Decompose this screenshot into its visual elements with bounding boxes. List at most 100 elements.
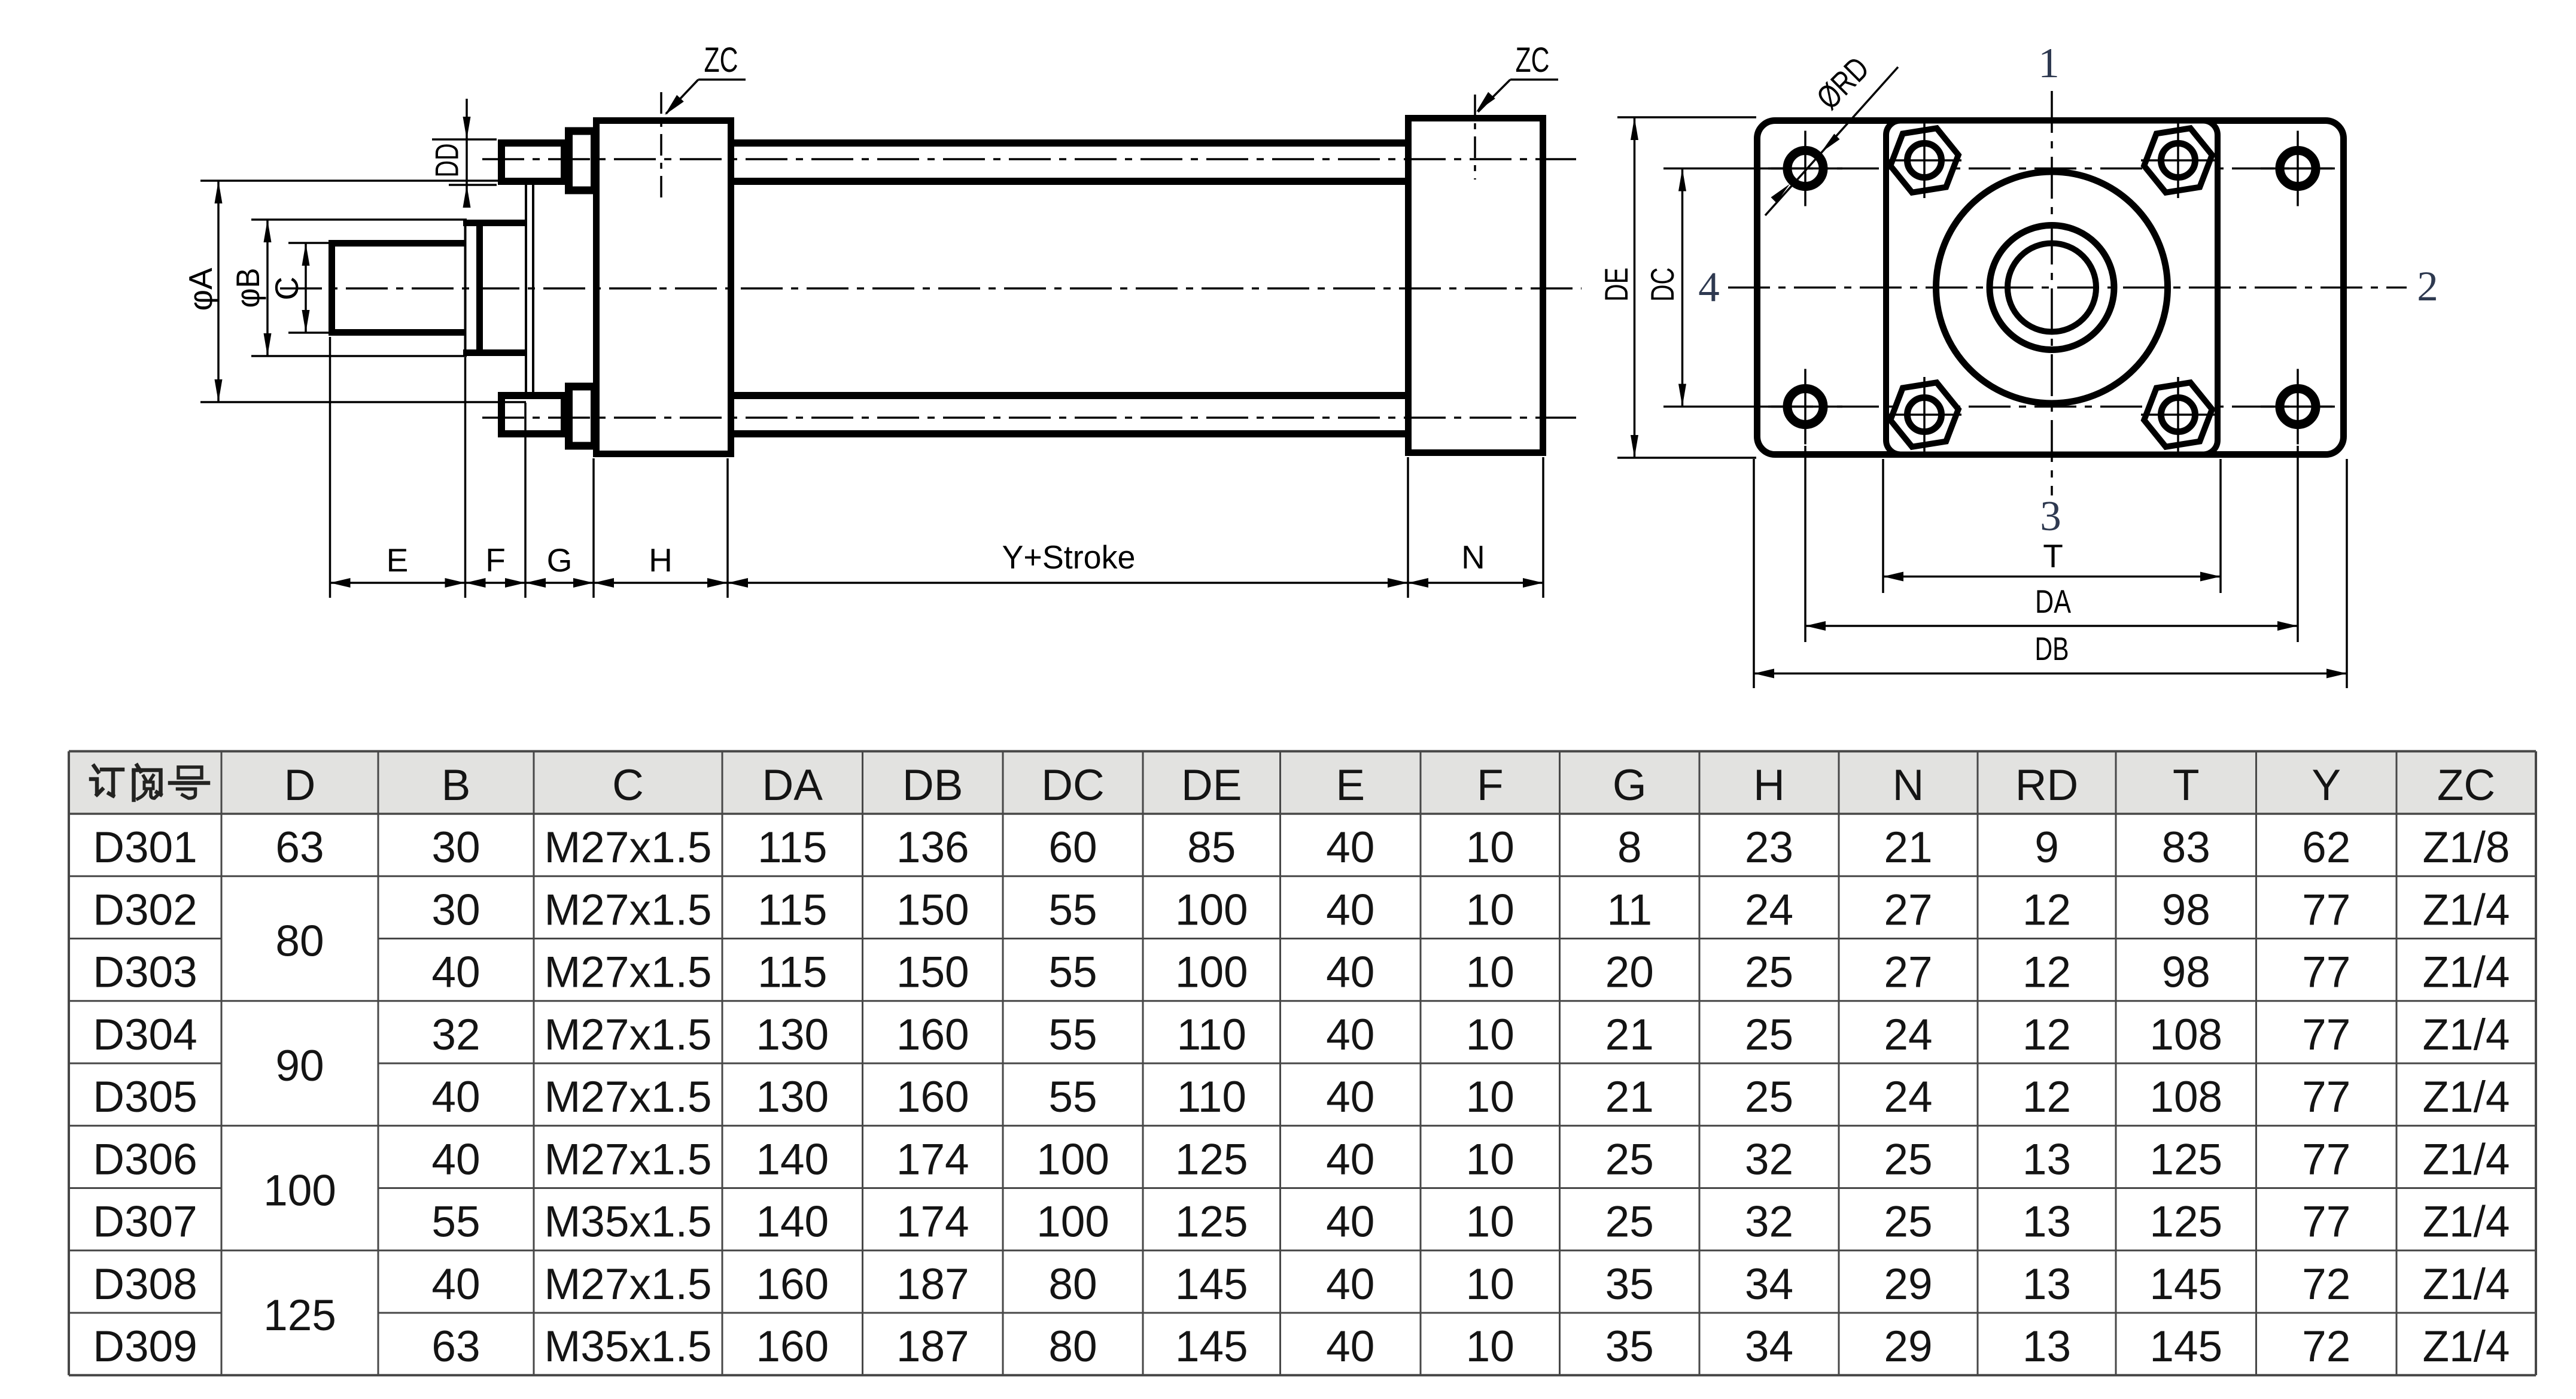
svg-text:D308: D308 xyxy=(93,1260,197,1309)
svg-text:98: 98 xyxy=(2162,948,2210,997)
svg-text:Z1/4: Z1/4 xyxy=(2422,886,2510,934)
svg-text:80: 80 xyxy=(275,917,324,966)
svg-text:Y+Stroke: Y+Stroke xyxy=(1002,539,1136,576)
svg-text:N: N xyxy=(1893,761,1924,810)
svg-text:10: 10 xyxy=(1466,1198,1514,1246)
svg-text:DB: DB xyxy=(2035,630,2069,667)
svg-text:145: 145 xyxy=(1175,1322,1248,1371)
svg-text:40: 40 xyxy=(1326,948,1374,997)
svg-text:13: 13 xyxy=(2023,1198,2071,1246)
svg-text:C: C xyxy=(612,761,644,810)
svg-text:D307: D307 xyxy=(93,1198,197,1246)
svg-text:Z1/4: Z1/4 xyxy=(2422,1198,2510,1246)
svg-text:110: 110 xyxy=(1177,1073,1246,1121)
svg-text:D303: D303 xyxy=(93,948,197,997)
svg-text:34: 34 xyxy=(1745,1260,1793,1309)
svg-text:40: 40 xyxy=(431,1073,480,1121)
svg-text:30: 30 xyxy=(431,886,480,934)
svg-text:29: 29 xyxy=(1884,1322,1932,1371)
svg-text:T: T xyxy=(2173,761,2200,810)
svg-text:60: 60 xyxy=(1048,823,1097,872)
svg-text:Z1/4: Z1/4 xyxy=(2422,1073,2510,1121)
svg-text:M27x1.5: M27x1.5 xyxy=(545,823,712,872)
svg-text:187: 187 xyxy=(896,1322,969,1371)
svg-text:D: D xyxy=(284,761,316,810)
svg-text:13: 13 xyxy=(2023,1260,2071,1309)
svg-text:140: 140 xyxy=(756,1135,829,1184)
svg-text:F: F xyxy=(1477,761,1504,810)
svg-text:100: 100 xyxy=(1036,1198,1109,1246)
svg-text:40: 40 xyxy=(431,1260,480,1309)
svg-text:136: 136 xyxy=(896,823,969,872)
svg-text:M35x1.5: M35x1.5 xyxy=(545,1198,712,1246)
svg-text:160: 160 xyxy=(756,1260,829,1309)
svg-text:20: 20 xyxy=(1605,948,1654,997)
svg-text:72: 72 xyxy=(2302,1322,2350,1371)
svg-text:M35x1.5: M35x1.5 xyxy=(545,1322,712,1371)
svg-text:150: 150 xyxy=(896,886,969,934)
svg-text:110: 110 xyxy=(1177,1011,1246,1059)
svg-text:E: E xyxy=(1336,761,1365,810)
svg-text:DC: DC xyxy=(1644,267,1681,302)
svg-text:Y: Y xyxy=(2312,761,2341,810)
svg-text:10: 10 xyxy=(1466,1011,1514,1059)
svg-text:55: 55 xyxy=(1048,1073,1097,1121)
svg-text:40: 40 xyxy=(1326,823,1374,872)
svg-text:35: 35 xyxy=(1605,1322,1654,1371)
svg-text:145: 145 xyxy=(2149,1260,2222,1309)
svg-text:10: 10 xyxy=(1466,886,1514,934)
svg-text:H: H xyxy=(649,542,673,579)
svg-text:32: 32 xyxy=(1745,1135,1793,1184)
svg-text:160: 160 xyxy=(896,1073,969,1121)
svg-text:B: B xyxy=(442,761,471,810)
svg-text:77: 77 xyxy=(2302,1135,2350,1184)
svg-text:115: 115 xyxy=(758,823,827,872)
svg-text:23: 23 xyxy=(1745,823,1793,872)
svg-text:100: 100 xyxy=(263,1167,336,1215)
svg-text:125: 125 xyxy=(263,1291,336,1340)
svg-text:150: 150 xyxy=(896,948,969,997)
svg-text:D304: D304 xyxy=(93,1011,197,1059)
svg-text:ØRD: ØRD xyxy=(1809,50,1877,117)
svg-text:55: 55 xyxy=(1048,1011,1097,1059)
svg-text:187: 187 xyxy=(896,1260,969,1309)
svg-text:12: 12 xyxy=(2023,948,2071,997)
svg-text:108: 108 xyxy=(2149,1011,2222,1059)
svg-text:63: 63 xyxy=(275,823,324,872)
svg-text:DA: DA xyxy=(2035,583,2071,620)
svg-text:35: 35 xyxy=(1605,1260,1654,1309)
svg-text:100: 100 xyxy=(1036,1135,1109,1184)
svg-text:40: 40 xyxy=(1326,1322,1374,1371)
svg-text:125: 125 xyxy=(1175,1198,1248,1246)
svg-text:77: 77 xyxy=(2302,886,2350,934)
svg-text:DA: DA xyxy=(762,761,823,810)
svg-text:ZC: ZC xyxy=(1516,41,1550,80)
svg-text:RD: RD xyxy=(2015,761,2078,810)
svg-text:85: 85 xyxy=(1187,823,1236,872)
svg-text:E: E xyxy=(387,542,409,579)
svg-text:DD: DD xyxy=(428,144,466,178)
svg-text:11: 11 xyxy=(1607,886,1652,934)
svg-text:N: N xyxy=(1461,539,1485,576)
svg-text:M27x1.5: M27x1.5 xyxy=(545,1260,712,1309)
svg-text:M27x1.5: M27x1.5 xyxy=(545,948,712,997)
svg-text:77: 77 xyxy=(2302,1198,2350,1246)
svg-text:29: 29 xyxy=(1884,1260,1932,1309)
svg-text:25: 25 xyxy=(1745,948,1793,997)
svg-text:Z1/4: Z1/4 xyxy=(2422,1322,2510,1371)
svg-text:ZC: ZC xyxy=(2437,761,2495,810)
svg-text:D305: D305 xyxy=(93,1073,197,1121)
svg-text:125: 125 xyxy=(1175,1135,1248,1184)
svg-text:25: 25 xyxy=(1745,1073,1793,1121)
svg-text:160: 160 xyxy=(896,1011,969,1059)
svg-text:40: 40 xyxy=(1326,1073,1374,1121)
svg-text:φB: φB xyxy=(229,268,266,308)
svg-text:145: 145 xyxy=(2149,1322,2222,1371)
svg-text:140: 140 xyxy=(756,1198,829,1246)
svg-text:98: 98 xyxy=(2162,886,2210,934)
svg-text:32: 32 xyxy=(1745,1198,1793,1246)
svg-text:D301: D301 xyxy=(93,823,197,872)
svg-text:10: 10 xyxy=(1466,1073,1514,1121)
svg-text:40: 40 xyxy=(1326,886,1374,934)
svg-text:21: 21 xyxy=(1605,1011,1654,1059)
